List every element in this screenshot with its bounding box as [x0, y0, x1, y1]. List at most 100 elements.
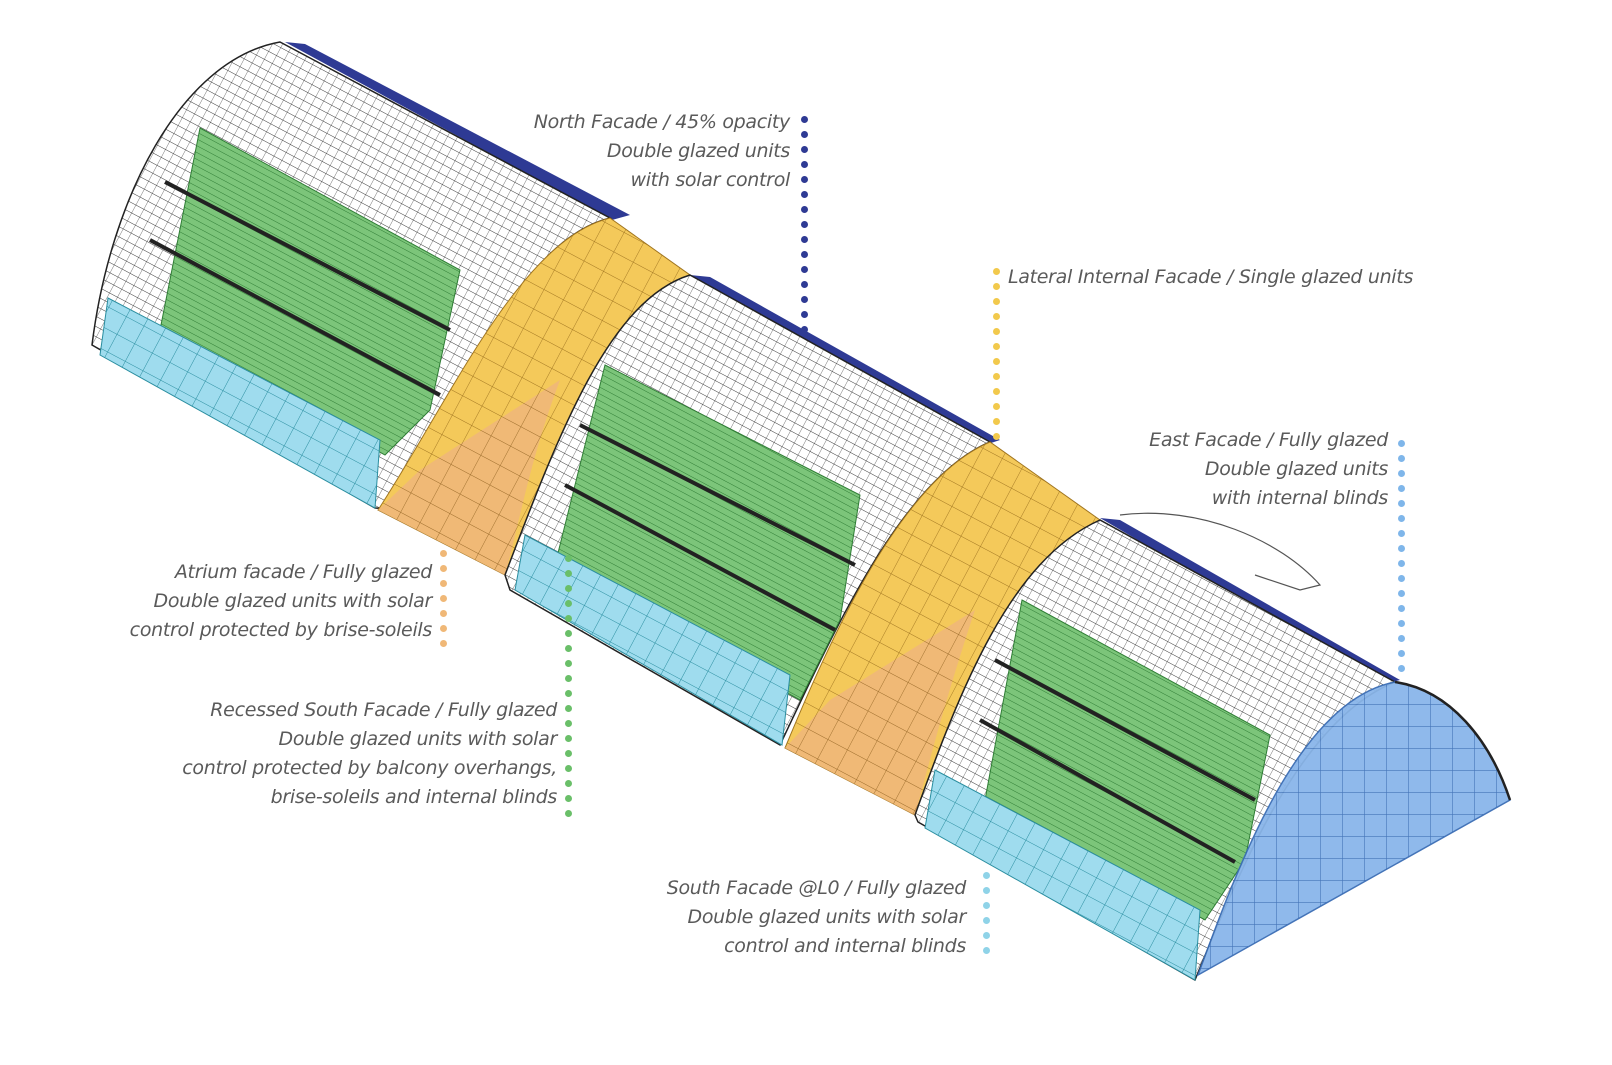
north-leader — [801, 116, 809, 341]
leader-dot — [801, 236, 808, 243]
leader-dot — [801, 176, 808, 183]
segment-1 — [91, 41, 630, 511]
leader-dot — [983, 917, 990, 924]
leader-dot — [565, 615, 572, 622]
south-l0-glazing — [924, 769, 1201, 981]
atrium-leader — [440, 550, 448, 655]
leader-dot — [1398, 485, 1405, 492]
south-l0-glazing — [514, 534, 791, 746]
leader-dot — [1398, 455, 1405, 462]
leader-dot — [993, 418, 1000, 425]
leader-dot — [993, 298, 1000, 305]
leader-dot — [1398, 515, 1405, 522]
floor-slab — [164, 180, 451, 332]
label-line: Double glazed units — [1204, 458, 1388, 480]
lateral-leader — [993, 268, 1001, 448]
north-facade-label: North Facade / 45% opacity Double glazed… — [534, 108, 791, 195]
leader-dot — [993, 403, 1000, 410]
label-line: South Facade @L0 / Fully glazed — [666, 877, 967, 899]
leader-dot — [801, 221, 808, 228]
leader-dot — [565, 705, 572, 712]
leader-dot — [565, 630, 572, 637]
floor-slab — [149, 238, 441, 397]
leader-dot — [993, 313, 1000, 320]
leader-dot — [1398, 560, 1405, 567]
rooftop-canopy — [1119, 512, 1322, 591]
leader-dot — [801, 326, 808, 333]
atrium-facade — [785, 610, 975, 815]
recessed-south-glazing — [159, 127, 461, 456]
leader-dot — [983, 872, 990, 879]
north-roof-strip — [285, 42, 630, 220]
leader-dot — [801, 146, 808, 153]
leader-dot — [440, 580, 447, 587]
leader-dot — [983, 902, 990, 909]
leader-dot — [565, 810, 572, 817]
leader-dot — [565, 780, 572, 787]
leader-dot — [1398, 500, 1405, 507]
east-leader — [1398, 440, 1406, 680]
north-roof-strip — [1100, 518, 1400, 684]
leader-dot — [565, 660, 572, 667]
label-line: Atrium facade / Fully glazed — [174, 561, 432, 583]
leader-dot — [993, 268, 1000, 275]
lateral-internal-facade-label: Lateral Internal Facade / Single glazed … — [1008, 263, 1413, 292]
leader-dot — [801, 266, 808, 273]
leader-dot — [565, 675, 572, 682]
leader-dot — [1398, 650, 1405, 657]
label-line: control and internal blinds — [724, 935, 966, 957]
floor-slab — [979, 718, 1236, 864]
east-facade-label: East Facade / Fully glazed Double glazed… — [1149, 426, 1388, 513]
leader-dot — [1398, 530, 1405, 537]
leader-dot — [993, 373, 1000, 380]
leader-dot — [565, 735, 572, 742]
floor-slab — [994, 658, 1256, 802]
leader-dot — [440, 550, 447, 557]
leader-dot — [993, 388, 1000, 395]
leader-dot — [1398, 575, 1405, 582]
leader-dot — [440, 595, 447, 602]
label-line: brise-soleils and internal blinds — [270, 786, 558, 808]
leader-dot — [1398, 620, 1405, 627]
leader-dot — [1398, 605, 1405, 612]
atrium-facade-label: Atrium facade / Fully glazed Double glaz… — [130, 558, 433, 645]
leader-dot — [565, 720, 572, 727]
leader-dot — [1398, 470, 1405, 477]
leader-dot — [440, 640, 447, 647]
leader-dot — [801, 131, 808, 138]
south-l0-glazing — [99, 297, 381, 509]
leader-dot — [565, 645, 572, 652]
leader-dot — [983, 932, 990, 939]
leader-dot — [565, 600, 572, 607]
segment-3 — [914, 518, 1512, 982]
south-l0-leader — [983, 872, 991, 962]
label-line: Double glazed units — [606, 140, 790, 162]
leader-dot — [983, 887, 990, 894]
label-line: Double glazed units with solar — [153, 590, 433, 612]
east-arch-edge — [1394, 680, 1512, 801]
leader-dot — [1398, 590, 1405, 597]
leader-dot — [1398, 665, 1405, 672]
leader-dot — [993, 358, 1000, 365]
leader-dot — [801, 191, 808, 198]
south-facade-l0-label: South Facade @L0 / Fully glazed Double g… — [666, 874, 967, 961]
leader-dot — [440, 625, 447, 632]
leader-dot — [801, 251, 808, 258]
leader-dot — [565, 555, 572, 562]
leader-dot — [565, 750, 572, 757]
leader-dot — [565, 765, 572, 772]
recessed-south-facade-label: Recessed South Facade / Fully glazed Dou… — [182, 696, 557, 812]
leader-dot — [440, 610, 447, 617]
label-line: Lateral Internal Facade / Single glazed … — [1008, 266, 1414, 288]
leader-dot — [801, 161, 808, 168]
leader-dot — [801, 281, 808, 288]
leader-dot — [993, 433, 1000, 440]
segment-2 — [504, 274, 1000, 747]
label-line: with internal blinds — [1211, 487, 1389, 509]
label-line: East Facade / Fully glazed — [1149, 429, 1388, 451]
label-line: control protected by balcony overhangs, — [182, 757, 557, 779]
leader-dot — [1398, 635, 1405, 642]
leader-dot — [993, 328, 1000, 335]
